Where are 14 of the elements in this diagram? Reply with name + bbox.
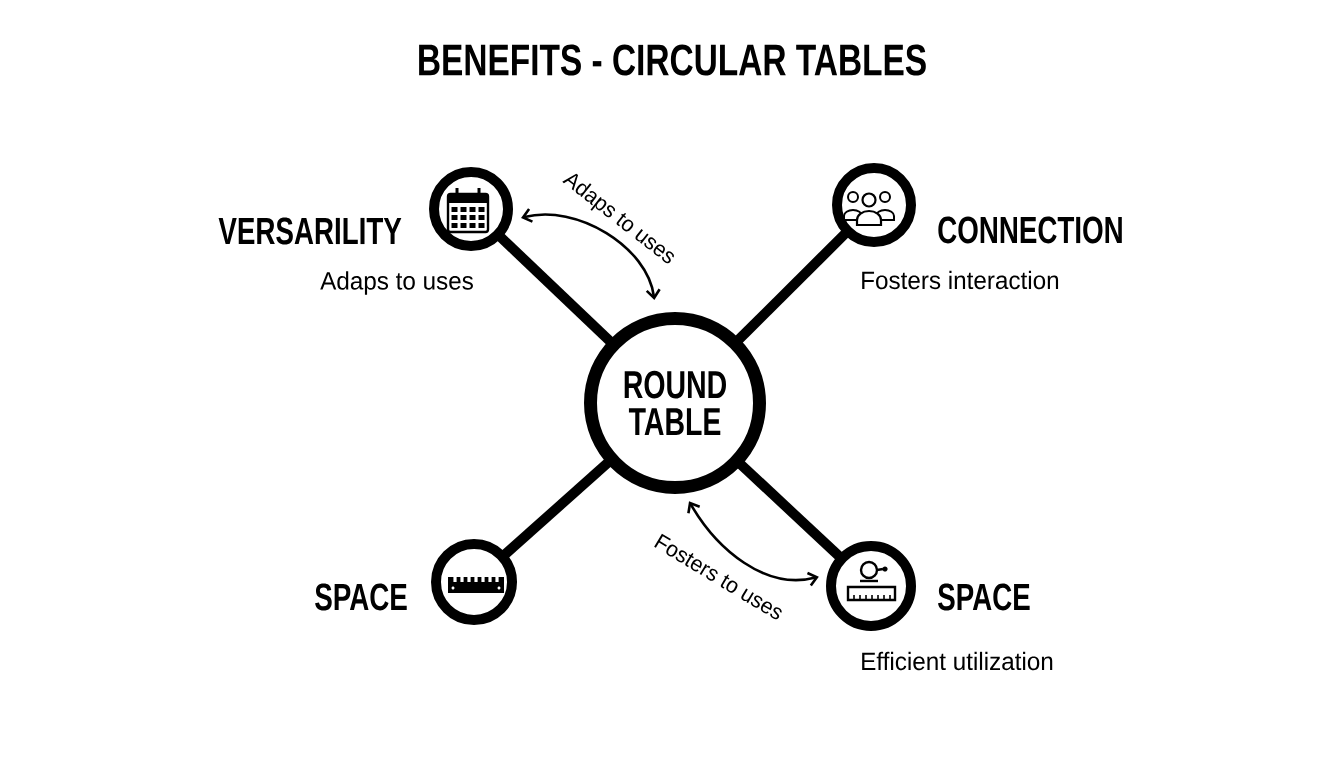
connector-line	[495, 231, 616, 347]
curved-arrow	[687, 501, 819, 587]
heading-label: VERSARILITY	[218, 217, 402, 245]
heading-label: SPACE	[938, 583, 1030, 611]
heading-label: CONNECTION	[938, 216, 1122, 244]
heading-label: SPACE	[315, 583, 407, 611]
description-text: Adaps to uses	[320, 271, 473, 295]
connector-line	[735, 458, 845, 562]
description-text: Efficient utilization	[862, 651, 1053, 671]
connector-line	[733, 228, 851, 346]
title: BENEFITS - CIRCULAR TABLES	[419, 44, 926, 76]
description-text: Fosters interaction	[862, 270, 1059, 290]
curved-arrow	[521, 208, 661, 301]
connector-line	[499, 457, 614, 560]
